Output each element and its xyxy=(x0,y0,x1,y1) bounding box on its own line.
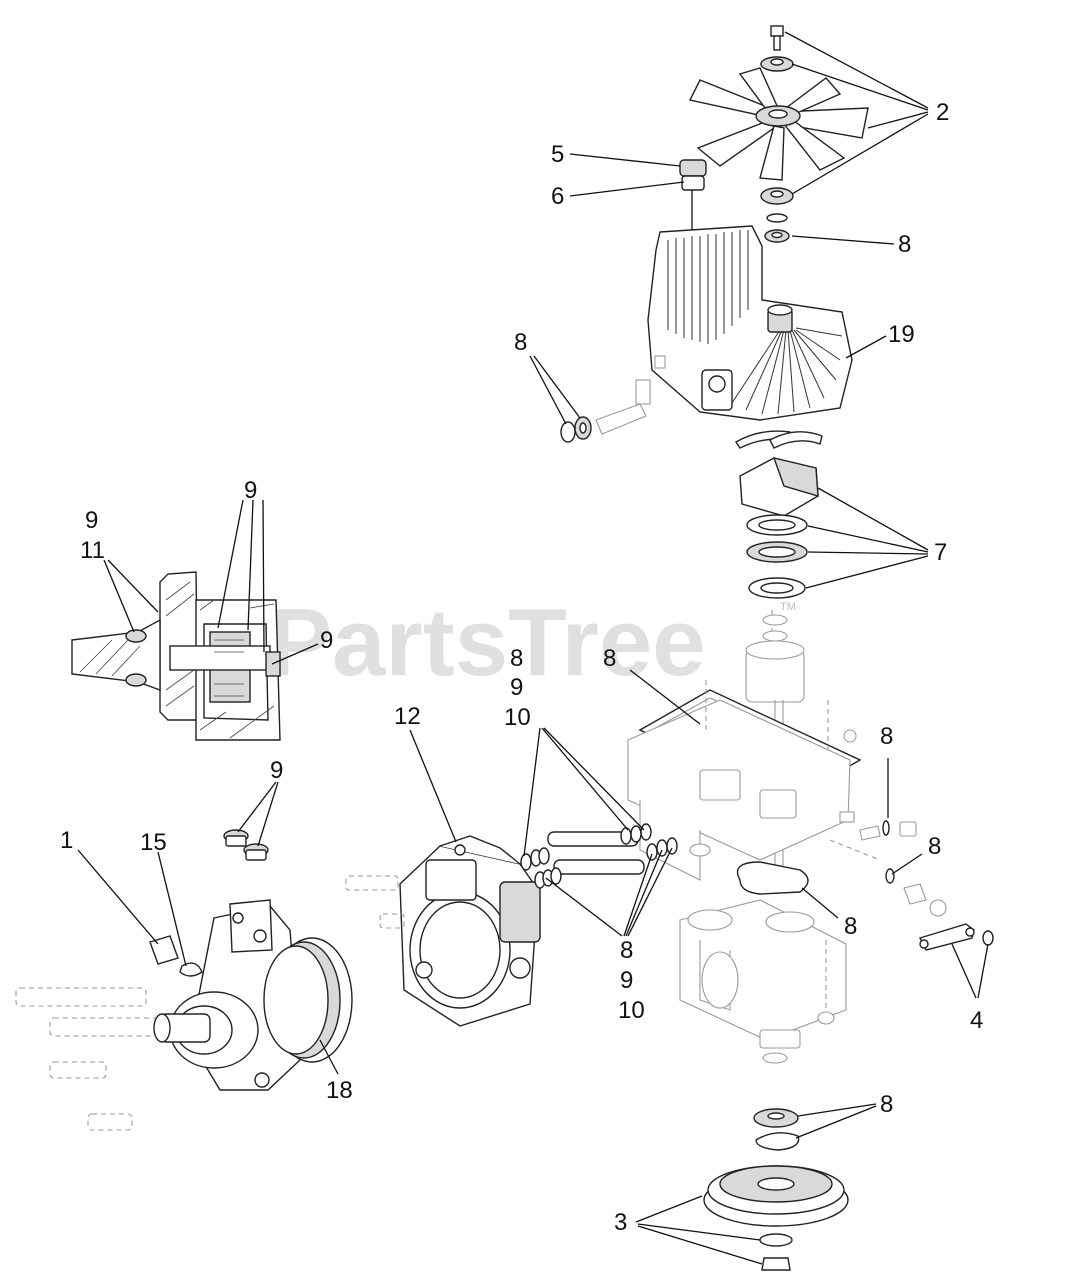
pump-housing[interactable] xyxy=(345,835,541,1027)
callout-8-right-oring[interactable]: 8 xyxy=(928,833,941,860)
callout-9-plugs[interactable]: 9 xyxy=(270,757,283,784)
callout-8-valves-top[interactable]: 8 xyxy=(510,645,523,672)
callout-8-relief-oring[interactable]: 8 xyxy=(880,723,893,750)
fill-cap[interactable] xyxy=(679,159,707,232)
bypass-arm[interactable] xyxy=(919,923,994,951)
callout-12[interactable]: 12 xyxy=(394,703,421,730)
check-valves[interactable] xyxy=(520,823,678,889)
callout-7[interactable]: 7 xyxy=(934,539,947,566)
callout-9-valves-bottom[interactable]: 9 xyxy=(620,967,633,994)
upper-seal[interactable] xyxy=(764,229,790,243)
center-section[interactable] xyxy=(627,680,947,917)
lower-seal-ring[interactable] xyxy=(753,1108,800,1151)
callout-9-section-top[interactable]: 9 xyxy=(244,477,257,504)
callout-10-valves-bottom[interactable]: 10 xyxy=(618,997,645,1024)
lower-housing[interactable] xyxy=(679,899,847,1064)
callout-8-side-seals[interactable]: 8 xyxy=(514,329,527,356)
callout-8-valves-bottom[interactable]: 8 xyxy=(620,937,633,964)
side-shaft-seals[interactable] xyxy=(560,355,666,443)
pulley[interactable] xyxy=(703,1165,849,1271)
wheel-motor[interactable] xyxy=(15,899,353,1131)
watermark-trademark: TM xyxy=(780,601,796,613)
callout-10-valves-top[interactable]: 10 xyxy=(504,704,531,731)
housing-fins xyxy=(667,230,843,415)
motor-section-view[interactable] xyxy=(71,571,281,741)
callout-15[interactable]: 15 xyxy=(140,829,167,856)
callout-8-top-seal[interactable]: 8 xyxy=(898,231,911,258)
fan-assembly[interactable] xyxy=(688,25,869,223)
callout-labels: 2 5 6 8 19 8 9 9 11 9 7 8 8 9 10 12 8 9 … xyxy=(60,99,983,1236)
motor-key-clip[interactable] xyxy=(149,935,203,977)
callout-3[interactable]: 3 xyxy=(614,1209,627,1236)
leader-lines xyxy=(77,31,989,1265)
callout-6[interactable]: 6 xyxy=(551,183,564,210)
callout-9-section-right[interactable]: 9 xyxy=(320,627,333,654)
callout-2[interactable]: 2 xyxy=(936,99,949,126)
callout-8-gasket[interactable]: 8 xyxy=(603,645,616,672)
callout-18[interactable]: 18 xyxy=(326,1077,353,1104)
section-hatching xyxy=(79,581,275,739)
plugs[interactable] xyxy=(223,829,269,861)
callout-8-lower-seal[interactable]: 8 xyxy=(880,1091,893,1118)
callout-9-valves-top[interactable]: 9 xyxy=(510,674,523,701)
watermark: PartsTree xyxy=(268,589,706,696)
callout-9-section-left[interactable]: 9 xyxy=(85,507,98,534)
callout-4[interactable]: 4 xyxy=(970,1007,983,1034)
callout-11[interactable]: 11 xyxy=(80,537,105,564)
callout-19[interactable]: 19 xyxy=(888,321,915,348)
callout-5[interactable]: 5 xyxy=(551,141,564,168)
callout-1[interactable]: 1 xyxy=(60,827,73,854)
callout-8-lower-oring[interactable]: 8 xyxy=(844,913,857,940)
upper-housing[interactable] xyxy=(647,225,853,421)
lower-oring[interactable] xyxy=(736,861,809,895)
bearing-stack[interactable] xyxy=(735,430,823,599)
